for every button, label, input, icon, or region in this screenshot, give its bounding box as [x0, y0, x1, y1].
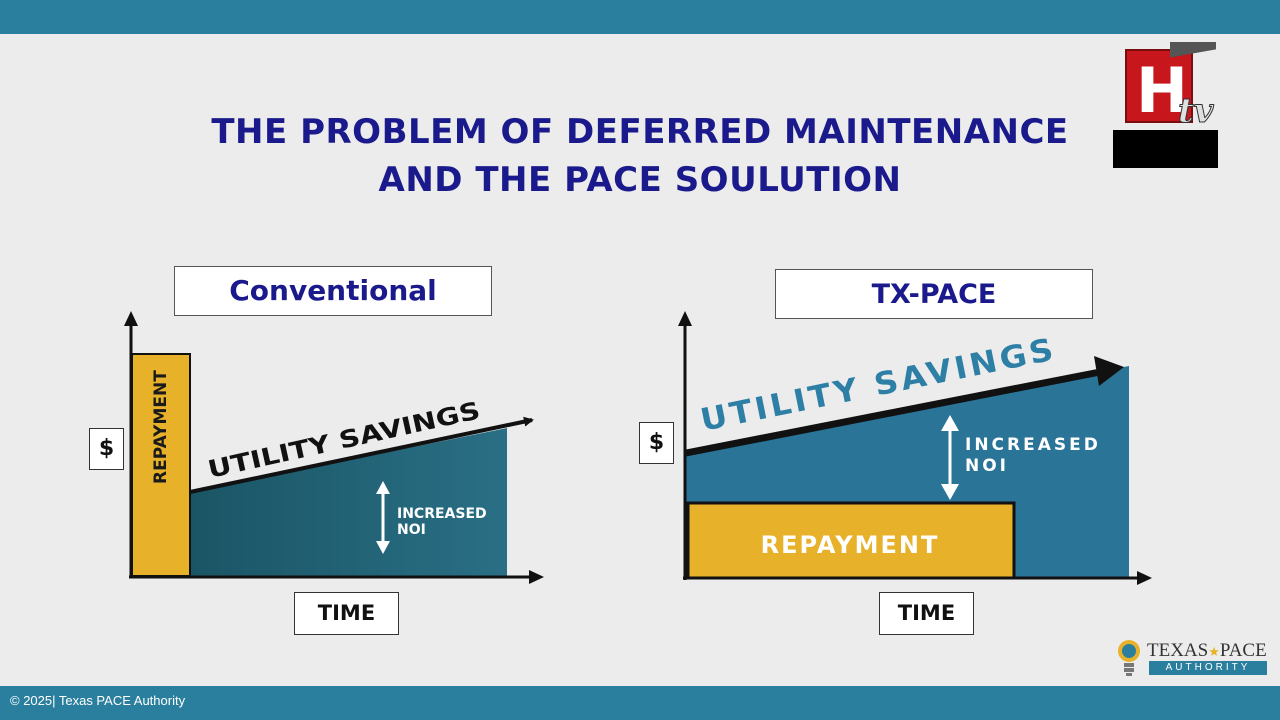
- slide-title: THE PROBLEM OF DEFERRED MAINTENANCE AND …: [140, 108, 1140, 204]
- txpace-header-text: TX-PACE: [871, 279, 997, 310]
- conventional-x-arrowhead: [529, 570, 544, 584]
- txpace-x-arrowhead: [1137, 571, 1152, 585]
- txpace-repayment-bar: [686, 501, 1016, 580]
- texas-pace-authority-logo: TEXAS★PACE AUTHORITY: [1115, 636, 1270, 680]
- conventional-repayment-label: REPAYMENT: [151, 370, 171, 484]
- conventional-header-text: Conventional: [229, 274, 437, 307]
- conventional-y-arrowhead: [124, 311, 138, 326]
- slide-title-line1: THE PROBLEM OF DEFERRED MAINTENANCE: [211, 112, 1069, 152]
- conventional-noi-line2: NOI: [397, 522, 426, 538]
- htv-logo-red-block: [1126, 50, 1192, 122]
- txpace-noi-arrow: [941, 415, 959, 500]
- txpace-noi-line1: INCREASED: [965, 435, 1101, 455]
- conventional-noi-arrow: [376, 481, 390, 554]
- conventional-noi-line1: INCREASED: [397, 506, 487, 522]
- slide-title-line2: AND THE PACE SOULUTION: [378, 160, 902, 200]
- txpace-header: TX-PACE: [775, 269, 1093, 319]
- conventional-header: Conventional: [174, 266, 492, 316]
- txpace-time-label: TIME: [879, 592, 974, 635]
- txpace-savings-arrowhead: [1094, 356, 1124, 386]
- conventional-repayment-bar: [131, 353, 191, 577]
- lightbulb-icon: [1118, 640, 1140, 676]
- txpace-dollar-label: $: [639, 422, 674, 464]
- txpace-y-arrowhead: [678, 311, 692, 326]
- conventional-savings-area: [190, 428, 507, 576]
- txpace-repayment-label: REPAYMENT: [761, 531, 940, 559]
- txpace-noi-line2: NOI: [965, 456, 1009, 476]
- txpace-savings-line: [685, 368, 1101, 457]
- conventional-savings-line: [189, 416, 534, 494]
- logo-black-block: [1113, 130, 1218, 168]
- htv-logo-tv: tv: [1178, 91, 1215, 128]
- texas-pace-logo-top: TEXAS★PACE: [1147, 640, 1267, 661]
- conventional-time-label: TIME: [294, 592, 399, 635]
- conventional-dollar-label: $: [89, 428, 124, 470]
- top-banner: [0, 0, 1280, 34]
- footer-copyright: © 2025| Texas PACE Authority: [10, 693, 186, 708]
- texas-pace-logo-bottom: AUTHORITY: [1149, 661, 1267, 675]
- htv-logo-h: H: [1136, 54, 1188, 127]
- bottom-banner: [0, 686, 1280, 720]
- htv-logo: H tv: [1125, 42, 1216, 128]
